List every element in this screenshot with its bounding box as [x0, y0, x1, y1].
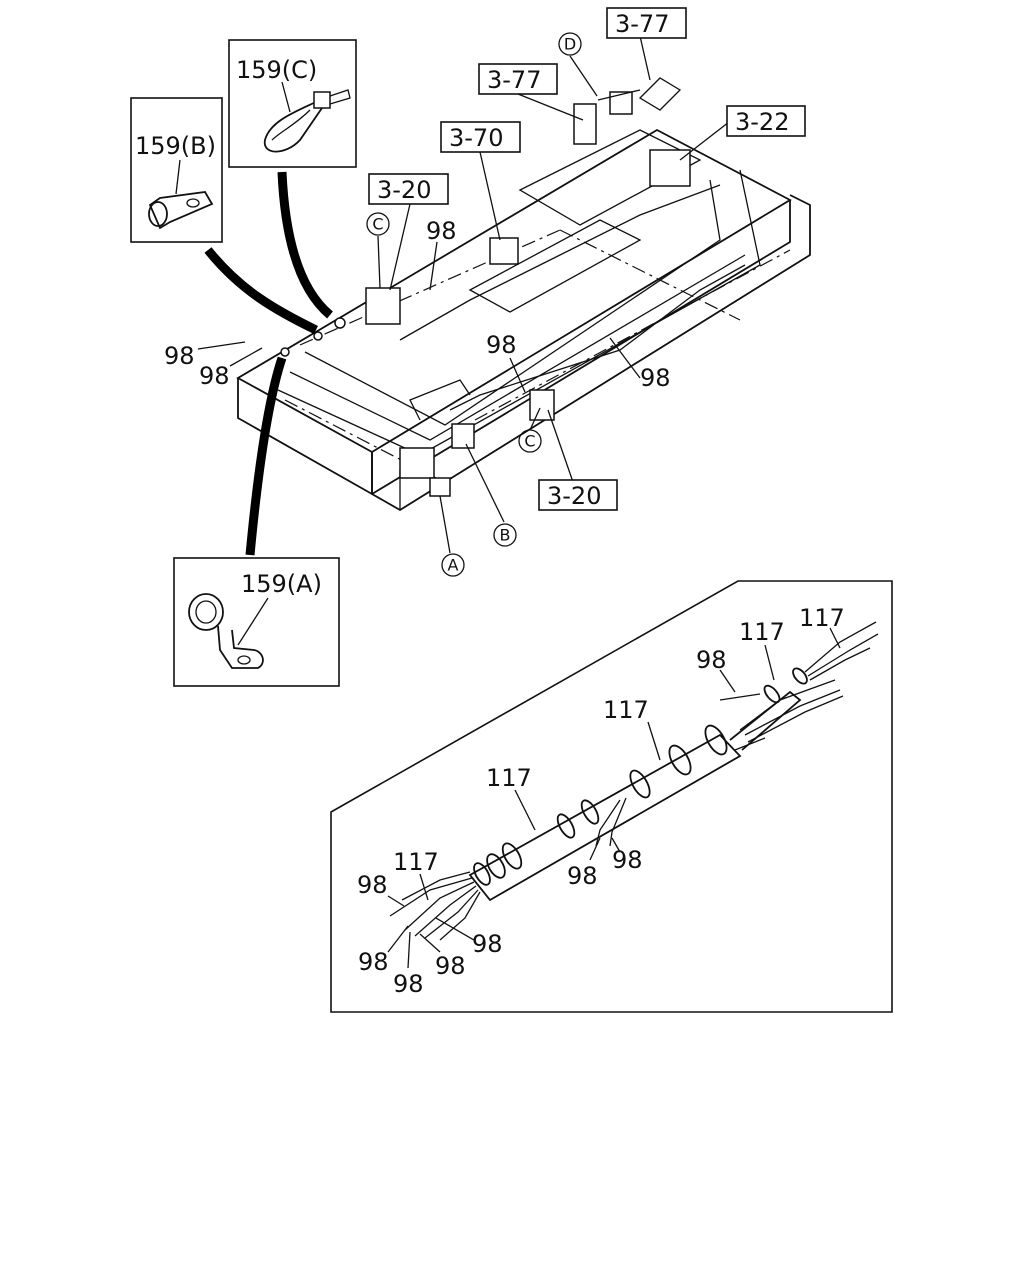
part-98-right: 98	[640, 364, 671, 392]
ref-3-77-left: 3-77	[487, 66, 541, 94]
part-98-frame-top: 98	[426, 217, 457, 245]
pointer-159a	[245, 356, 287, 556]
detail-159c-label: 159(C)	[236, 56, 317, 84]
marker-c-lower: C	[524, 432, 535, 451]
ref-3-22: 3-22	[735, 108, 789, 136]
ref-3-20-upper: 3-20	[377, 176, 431, 204]
part-117-left: 117	[486, 764, 532, 792]
detail-159b: 159(B)	[130, 97, 223, 243]
part-labels-lower: 117 117 98 117 117 117 98 98 98 98 98 98…	[357, 604, 845, 998]
ref-3-20-lower: 3-20	[547, 482, 601, 510]
part-98-end-right: 98	[472, 930, 503, 958]
leaders-upper	[197, 35, 730, 554]
part-98-mid-right: 98	[612, 846, 643, 874]
marker-c-upper: C	[372, 215, 383, 234]
part-98-end-mid: 98	[435, 952, 466, 980]
part-labels-upper: 98 98 98 98 98	[164, 217, 671, 392]
marker-a: A	[448, 556, 459, 575]
part-117-center: 117	[603, 696, 649, 724]
circle-markers: D C C B A	[366, 32, 582, 577]
ref-3-70: 3-70	[449, 124, 503, 152]
detail-159b-label: 159(B)	[135, 132, 216, 160]
ref-3-77-top: 3-77	[615, 10, 669, 38]
chassis-frame	[236, 128, 811, 512]
marker-d: D	[564, 35, 576, 54]
frame-components	[280, 77, 691, 497]
part-98-end-top: 98	[357, 871, 388, 899]
harness-detail	[330, 580, 893, 1013]
part-98-left-a: 98	[164, 342, 195, 370]
detail-159a-label: 159(A)	[241, 570, 322, 598]
part-117-upper-mid: 117	[739, 618, 785, 646]
part-98-center: 98	[486, 331, 517, 359]
part-98-upper-branch: 98	[696, 646, 727, 674]
detail-159a: 159(A)	[173, 557, 340, 687]
marker-b: B	[500, 526, 511, 545]
part-117-upper-right: 117	[799, 604, 845, 632]
part-98-mid-left: 98	[567, 862, 598, 890]
pointer-159b	[204, 247, 318, 335]
detail-159c: 159(C)	[228, 39, 357, 168]
part-98-end-bottom: 98	[393, 970, 424, 998]
part-98-left-b: 98	[199, 362, 230, 390]
reference-boxes: 3-77 3-77 3-70 3-22 3-20 3-20	[368, 7, 806, 511]
pointer-159c	[277, 171, 333, 319]
part-117-end: 117	[393, 848, 439, 876]
part-98-end-left: 98	[358, 948, 389, 976]
